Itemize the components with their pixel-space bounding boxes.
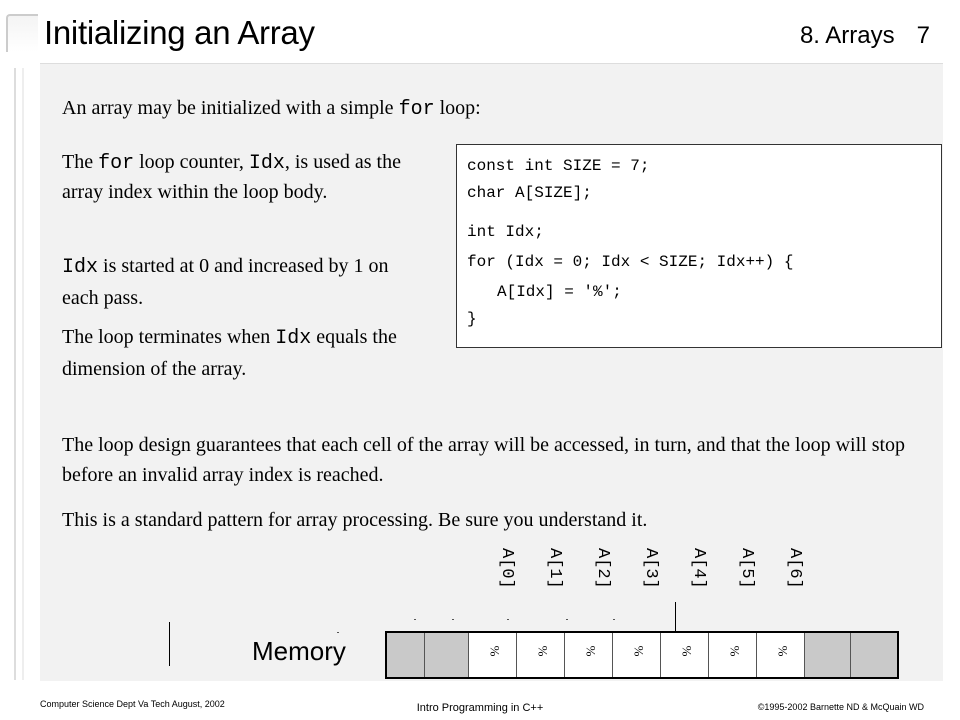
code-line-6: }: [467, 310, 477, 328]
bullet-1-code-b: Idx: [248, 152, 285, 175]
corner-decoration: [6, 14, 38, 52]
slide-title: Initializing an Array: [44, 14, 315, 51]
bullet-1-text-c: , is used as the array index within the …: [62, 151, 401, 203]
code-line-4: for (Idx = 0; Idx < SIZE; Idx++) {: [467, 253, 794, 271]
memory-cell-value: %: [679, 645, 695, 657]
memory-cell: %: [517, 633, 565, 677]
intro-post: loop:: [434, 97, 481, 119]
index-label-1-text: A[1]: [545, 548, 564, 589]
memory-cell: [387, 633, 425, 677]
memory-cell-value: %: [535, 645, 551, 657]
index-label-0: A[0]: [496, 548, 516, 608]
code-line-3: int Idx;: [467, 223, 544, 241]
tick-mark: [566, 619, 568, 620]
memory-cell-value: %: [775, 645, 791, 657]
bullet-2-text: is started at 0 and increased by 1 on ea…: [62, 255, 389, 309]
tick-mark: [337, 632, 339, 633]
index-label-2-text: A[2]: [593, 548, 612, 589]
intro-pre: An array may be initialized with a simpl…: [62, 97, 399, 119]
memory-label: Memory: [252, 636, 346, 666]
memory-cell: %: [757, 633, 805, 677]
memory-divider-line: [169, 622, 170, 666]
index-label-0-text: A[0]: [497, 548, 516, 589]
footer-left: Computer Science Dept Va Tech August, 20…: [40, 699, 225, 709]
intro-text: An array may be initialized with a simpl…: [62, 93, 481, 125]
memory-cell: %: [613, 633, 661, 677]
memory-cell: %: [469, 633, 517, 677]
bullet-2: Idx is started at 0 and increased by 1 o…: [62, 251, 414, 313]
paragraph-guarantee: The loop design guarantees that each cel…: [62, 434, 906, 486]
index-label-1: A[1]: [544, 548, 564, 608]
index-label-5-text: A[5]: [737, 548, 756, 589]
bullet-2-code: Idx: [62, 256, 99, 279]
index-label-6-text: A[6]: [785, 548, 804, 589]
bullet-1-text-a: The: [62, 151, 99, 173]
intro-code: for: [398, 98, 435, 121]
bullet-3-text-b: equals the dimension of the array.: [62, 326, 397, 380]
memory-cell: %: [709, 633, 757, 677]
section-name: 8. Arrays: [799, 22, 895, 49]
index-label-5: A[5]: [736, 548, 756, 608]
memory-row: % % % % % % %: [385, 631, 899, 679]
page-number: 7: [916, 22, 930, 49]
index-label-4-text: A[4]: [689, 548, 708, 589]
footer-center: Intro Programming in C++: [416, 702, 544, 714]
paragraph-pattern: This is a standard pattern for array pro…: [62, 509, 648, 531]
index-label-6: A[6]: [784, 548, 804, 608]
bullet-3: The loop terminates when Idx equals the …: [62, 322, 414, 384]
index-label-4: A[4]: [688, 548, 708, 608]
memory-cell-value: %: [583, 645, 599, 657]
memory-cell: %: [565, 633, 613, 677]
memory-cell: [805, 633, 851, 677]
memory-cell: %: [661, 633, 709, 677]
bullet-3-code: Idx: [275, 327, 312, 350]
code-spacer: [467, 205, 941, 217]
bullet-1-code-a: for: [98, 152, 135, 175]
bullet-1: The for loop counter, Idx, is used as th…: [62, 148, 414, 207]
memory-cell-value: %: [727, 645, 743, 657]
index-label-3: A[3]: [640, 548, 660, 608]
code-line-5: A[Idx] = '%';: [497, 283, 622, 301]
bullet-3-text-a: The loop terminates when: [62, 326, 276, 348]
slide-section: 8. Arrays 7: [800, 22, 930, 50]
tick-mark: [414, 619, 416, 620]
index-pointer-line: [675, 602, 676, 634]
memory-cell-value: %: [631, 645, 647, 657]
footer-right: ©1995-2002 Barnette ND & McQuain WD: [757, 702, 924, 712]
index-label-2: A[2]: [592, 548, 612, 608]
index-label-3-text: A[3]: [641, 548, 660, 589]
memory-cell: [851, 633, 897, 677]
left-decoration-bar: [14, 68, 24, 680]
code-line-1: const int SIZE = 7;: [467, 157, 650, 175]
tick-mark: [613, 619, 615, 620]
tick-mark: [452, 619, 454, 620]
code-line-2: char A[SIZE];: [467, 184, 592, 202]
memory-cell: [425, 633, 469, 677]
bullet-1-text-b: loop counter,: [134, 151, 249, 173]
code-block: const int SIZE = 7; char A[SIZE]; int Id…: [456, 144, 942, 348]
memory-cell-value: %: [487, 645, 503, 657]
tick-mark: [507, 619, 509, 620]
